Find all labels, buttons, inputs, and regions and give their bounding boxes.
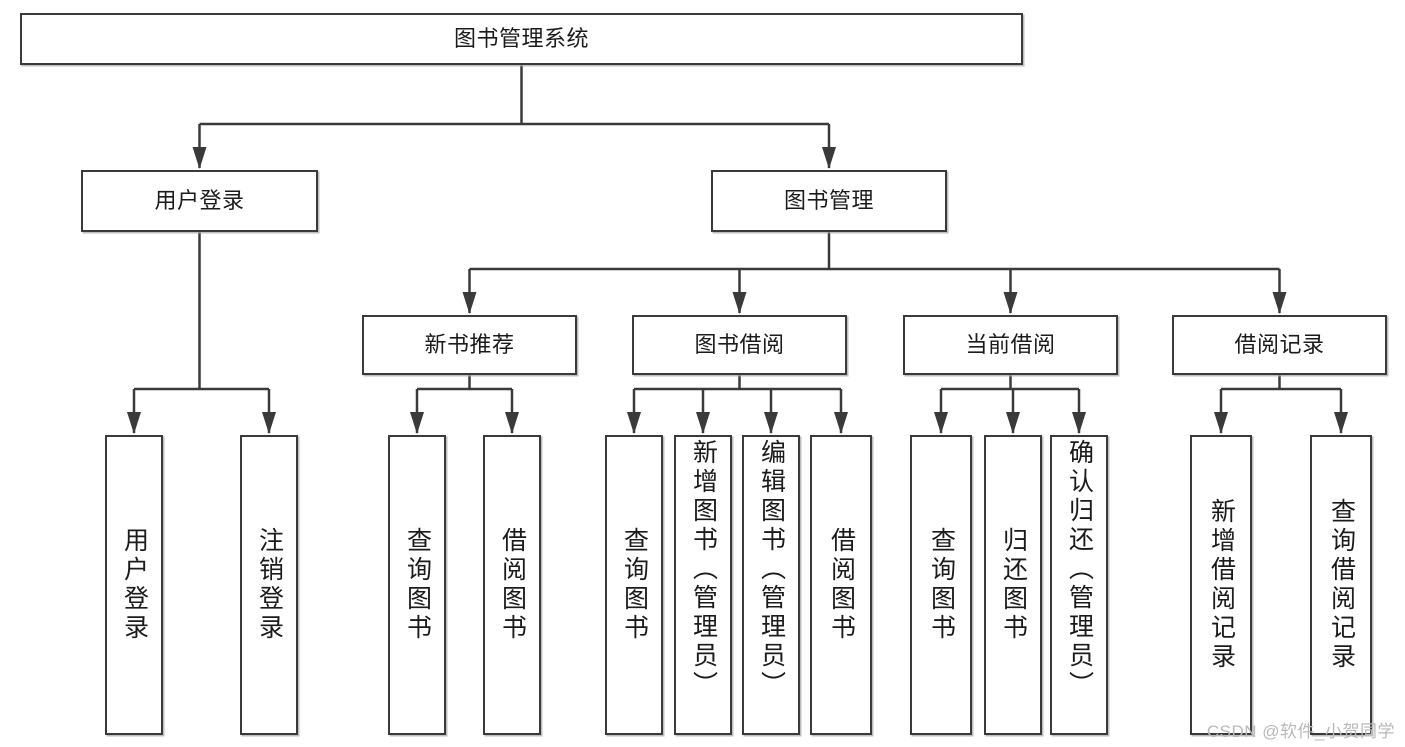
node-label: 图书借阅	[694, 332, 785, 358]
arrowhead-icon	[1003, 292, 1018, 314]
arrowhead-icon	[1214, 412, 1228, 434]
node-label: 用户登录	[154, 188, 245, 214]
arrowhead-icon	[627, 412, 641, 434]
arrowhead-icon	[732, 292, 747, 314]
node-label: 注销登录	[255, 527, 284, 643]
node-leaf-logout[interactable]: 注销登录	[240, 435, 298, 735]
node-label: 查询图书	[403, 527, 432, 643]
node-label: 借阅记录	[1234, 332, 1325, 358]
node-label: 当前借阅	[965, 332, 1056, 358]
node-label: 查询图书	[620, 527, 649, 643]
node-label: 确认归还（管理员）	[1065, 439, 1094, 700]
arrowhead-icon	[1006, 412, 1020, 434]
arrowhead-icon	[410, 412, 424, 434]
arrowhead-icon	[192, 147, 207, 169]
arrowhead-icon	[262, 412, 276, 434]
node-leaf-query-book-3[interactable]: 查询图书	[910, 435, 972, 735]
arrowhead-icon	[505, 412, 519, 434]
watermark: CSDN @软件_小贺同学	[1206, 722, 1395, 741]
node-leaf-query-book-1[interactable]: 查询图书	[388, 435, 446, 735]
node-label: 图书管理系统	[453, 26, 589, 52]
node-user-login[interactable]: 用户登录	[81, 170, 318, 232]
node-label: 新书推荐	[424, 332, 515, 358]
arrowhead-icon	[1334, 412, 1348, 434]
node-leaf-edit-book[interactable]: 编辑图书（管理员）	[742, 435, 800, 735]
arrowhead-icon	[764, 412, 778, 434]
node-borrow-record[interactable]: 借阅记录	[1172, 315, 1387, 375]
node-label: 借阅图书	[827, 527, 856, 643]
node-leaf-borrow-book-1[interactable]: 借阅图书	[483, 435, 541, 735]
node-leaf-query-book-2[interactable]: 查询图书	[605, 435, 663, 735]
node-label: 编辑图书（管理员）	[757, 439, 786, 700]
arrowhead-icon	[462, 292, 477, 314]
node-leaf-confirm-return[interactable]: 确认归还（管理员）	[1050, 435, 1108, 735]
node-leaf-add-record[interactable]: 新增借阅记录	[1190, 435, 1252, 735]
arrowhead-icon	[127, 412, 141, 434]
node-book-manage[interactable]: 图书管理	[711, 170, 947, 232]
node-label: 图书管理	[783, 188, 874, 214]
node-label: 查询借阅记录	[1327, 498, 1356, 672]
node-label: 新增图书（管理员）	[689, 439, 718, 700]
arrowhead-icon	[696, 412, 710, 434]
node-leaf-add-book[interactable]: 新增图书（管理员）	[674, 435, 732, 735]
node-leaf-borrow-book-2[interactable]: 借阅图书	[810, 435, 872, 735]
node-root[interactable]: 图书管理系统	[20, 13, 1023, 65]
node-label: 归还图书	[999, 527, 1028, 643]
node-book-borrow[interactable]: 图书借阅	[632, 315, 847, 375]
arrowhead-icon	[934, 412, 948, 434]
arrowhead-icon	[1272, 292, 1287, 314]
node-leaf-user-login[interactable]: 用户登录	[105, 435, 163, 735]
node-label: 新增借阅记录	[1207, 498, 1236, 672]
node-leaf-query-record[interactable]: 查询借阅记录	[1310, 435, 1372, 735]
arrowhead-icon	[1072, 412, 1086, 434]
arrowhead-icon	[822, 147, 836, 169]
node-new-book-rec[interactable]: 新书推荐	[362, 315, 577, 375]
node-label: 用户登录	[120, 527, 149, 643]
node-current-borrow[interactable]: 当前借阅	[903, 315, 1118, 375]
node-label: 借阅图书	[498, 527, 527, 643]
node-label: 查询图书	[927, 527, 956, 643]
arrowhead-icon	[834, 412, 848, 434]
node-leaf-return-book[interactable]: 归还图书	[984, 435, 1042, 735]
